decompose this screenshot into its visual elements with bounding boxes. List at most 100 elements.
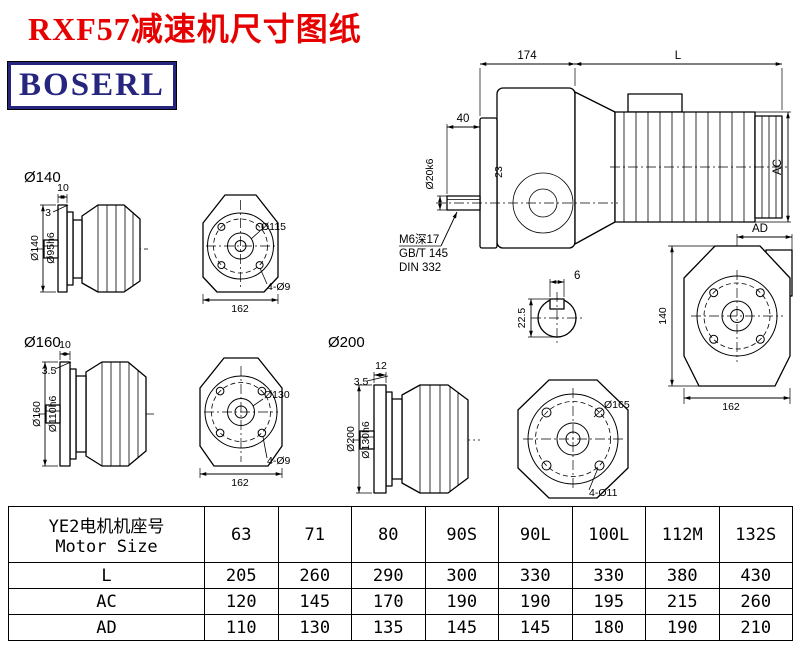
dim-flange-dia: Ø140	[29, 235, 41, 261]
housing-outline	[85, 361, 147, 467]
terminal-box	[627, 93, 683, 113]
col-header: 90L	[498, 506, 573, 563]
col-header: 100L	[571, 506, 646, 563]
bolt-hole	[709, 288, 719, 298]
bolt-circle	[213, 218, 268, 274]
bolt-circle	[211, 382, 271, 442]
front-view-160: Ø130 4-Ø9 162	[199, 357, 291, 489]
housing-ribs	[97, 205, 134, 292]
tap-callout-line2: GB/T 145	[399, 248, 448, 260]
table-cell: 135	[351, 614, 426, 641]
dim-circle-dia: Ø130	[264, 389, 290, 401]
technical-drawing: Ø140 Ø160 Ø200 10 3 Ø140 Ø95h6	[24, 50, 793, 499]
table-cell: 190	[424, 588, 499, 615]
table-row-AC: AC 120 145 170 190 190 195 215 260	[8, 588, 793, 615]
motor-size-table: YE2电机机座号 Motor Size 63 71 80 90S 90L 100…	[8, 506, 793, 641]
table-cell: 145	[277, 588, 352, 615]
keyway-section: 6 22.5	[516, 270, 583, 344]
side-view-160: 10 3.5 Ø160 Ø110h6	[31, 339, 154, 467]
bolt-hole	[594, 460, 605, 471]
motor-size-header: YE2电机机座号 Motor Size	[8, 506, 205, 563]
table-cell: 190	[498, 588, 573, 615]
tap-callout-line3: DIN 332	[399, 262, 441, 274]
table-cell: 110	[204, 614, 279, 641]
dim-flange-height: 140	[657, 307, 669, 325]
bolt-circle	[535, 401, 611, 477]
boserl-logo: BOSERL	[7, 61, 177, 110]
side-view-140: 10 3 Ø140 Ø95h6	[29, 182, 148, 293]
dim-circle-dia: Ø165	[604, 399, 630, 411]
col-header: 63	[204, 506, 279, 563]
table-cell: 300	[424, 562, 499, 589]
header-line-cn: YE2电机机座号	[48, 517, 165, 537]
output-flange-view: AD 140 162	[657, 223, 793, 413]
dim-flange-thickness: 10	[59, 339, 71, 351]
bolt-hole	[217, 222, 226, 231]
front-view-200: Ø165 4-Ø11	[517, 379, 630, 499]
table-cell: 330	[571, 562, 646, 589]
table-cell: 145	[424, 614, 499, 641]
dim-flange-dia: Ø200	[345, 426, 357, 452]
dim-flange-thickness: 10	[57, 182, 69, 194]
dim-step: 3.5	[42, 365, 57, 377]
table-cell: 120	[204, 588, 279, 615]
bolt-hole	[217, 261, 226, 270]
bolt-hole	[709, 334, 719, 344]
dim-spigot-dia: Ø95h6	[45, 232, 57, 264]
dim-step: 3.5	[354, 376, 369, 388]
bolt-hole	[257, 386, 267, 396]
bolt-hole	[755, 334, 765, 344]
bolt-hole	[541, 407, 552, 418]
row-label: AC	[8, 588, 205, 615]
col-header: 132S	[718, 506, 793, 563]
dim-holes: 4-Ø9	[267, 281, 291, 293]
front-view-140: Ø115 4-Ø9 162	[202, 194, 291, 315]
row-label: AD	[8, 614, 205, 641]
dim-shaft-length: 40	[457, 113, 470, 125]
bolt-hole	[255, 222, 264, 231]
dim-spigot-dia: Ø110h6	[47, 396, 59, 433]
table-row-AD: AD 110 130 135 145 145 180 190 210	[8, 614, 793, 641]
tap-callout-line1: M6深17	[399, 232, 439, 246]
dim-flange-dia: Ø160	[31, 401, 43, 427]
bolt-hole	[594, 407, 605, 418]
caption-flange-140: Ø140	[24, 169, 61, 186]
bolt-hole	[215, 386, 225, 396]
table-cell: 190	[645, 614, 720, 641]
table-cell: 180	[571, 614, 646, 641]
caption-flange-160: Ø160	[24, 334, 61, 351]
table-cell: 215	[645, 588, 720, 615]
table-cell: 210	[718, 614, 793, 641]
col-header: 112M	[645, 506, 720, 563]
bolt-hole	[257, 428, 267, 438]
output-flange	[479, 117, 498, 249]
table-cell: 290	[351, 562, 426, 589]
bolt-hole	[255, 261, 264, 270]
page-title: RXF57减速机尺寸图纸	[28, 11, 362, 47]
dim-flange-thickness: 12	[375, 360, 387, 372]
table-cell: 260	[277, 562, 352, 589]
dim-motor-height: AC	[772, 159, 784, 175]
dim-23: 23	[493, 166, 505, 178]
bolt-hole	[541, 460, 552, 471]
table-cell: 130	[277, 614, 352, 641]
dim-flange-width: 162	[722, 401, 740, 413]
table-cell: 380	[645, 562, 720, 589]
dim-width: 162	[231, 303, 249, 315]
motor-bell	[574, 91, 616, 245]
col-header: 80	[351, 506, 426, 563]
dim-motor-length: L	[675, 50, 682, 62]
caption-flange-200: Ø200	[328, 334, 365, 351]
table-cell: 205	[204, 562, 279, 589]
dim-shaft-dia: Ø20k6	[424, 158, 436, 189]
table-cell: 330	[498, 562, 573, 589]
table-header-row: YE2电机机座号 Motor Size 63 71 80 90S 90L 100…	[8, 506, 793, 563]
bolt-hole	[755, 288, 765, 298]
dim-holes: 4-Ø11	[589, 487, 618, 499]
col-header: 71	[277, 506, 352, 563]
dim-width: 162	[231, 477, 249, 489]
dim-ad: AD	[752, 223, 768, 235]
dim-holes: 4-Ø9	[267, 455, 291, 467]
housing-ribs	[419, 385, 459, 493]
